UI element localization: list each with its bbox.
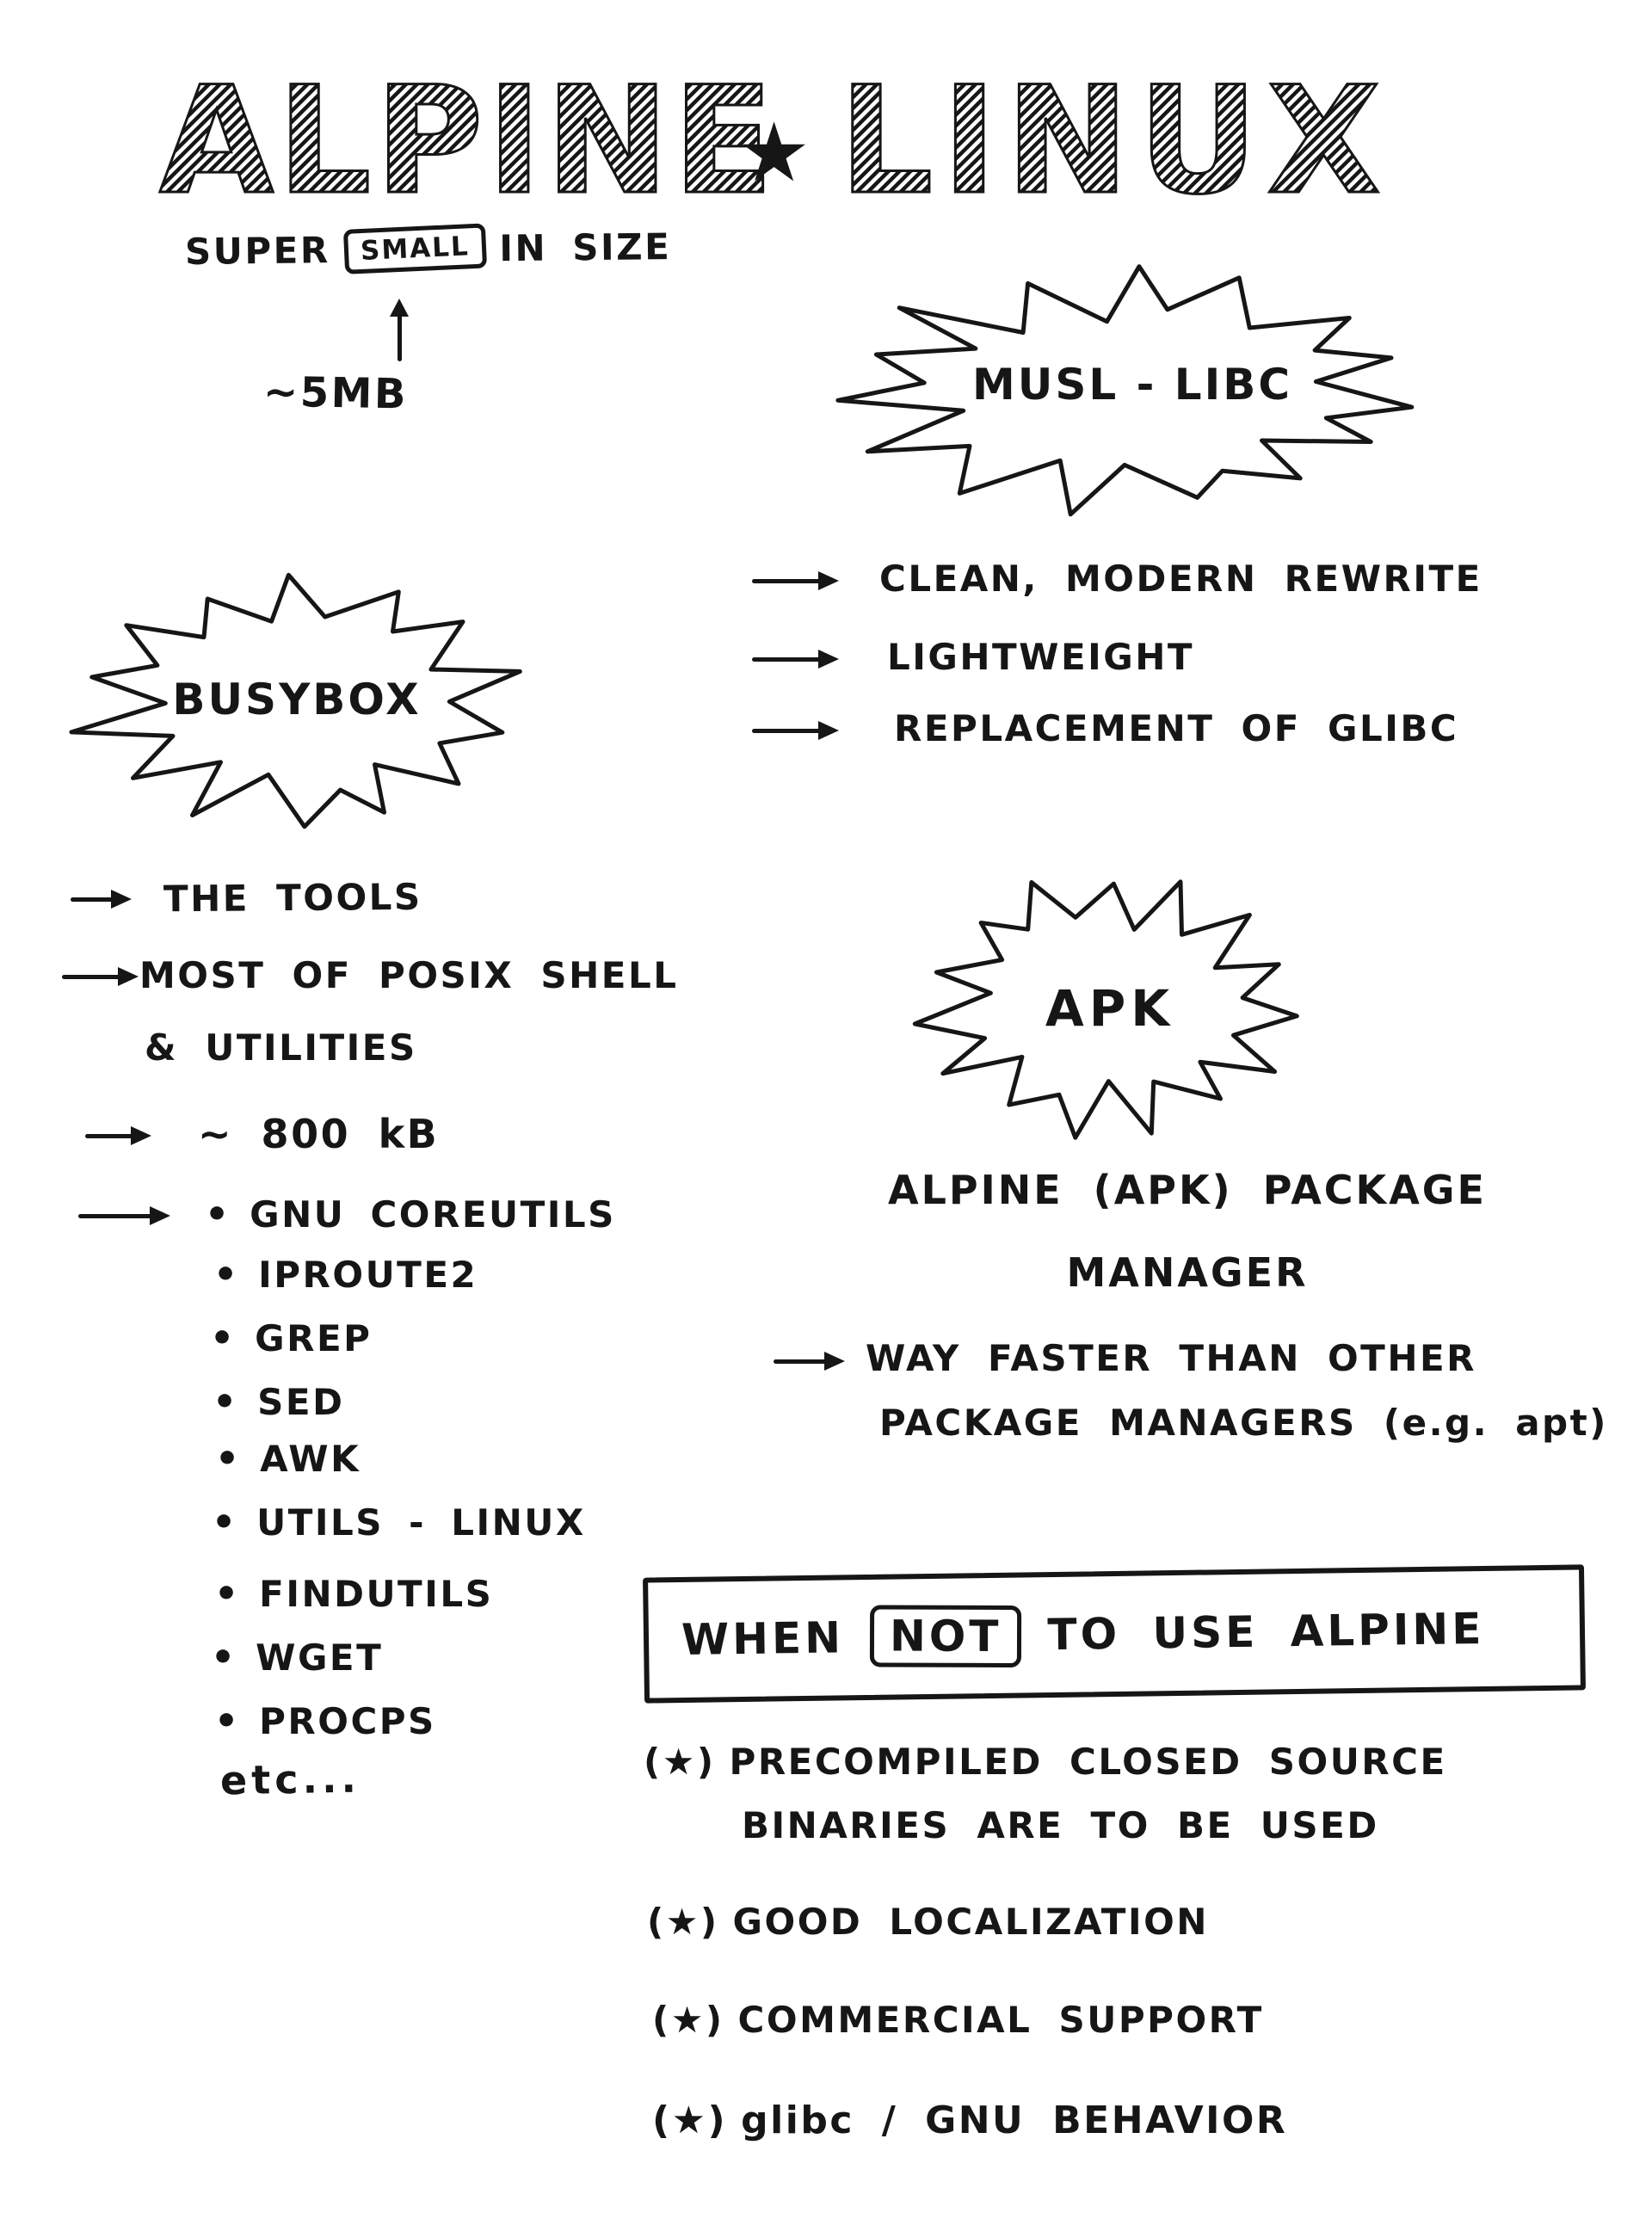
list-item: • PROCPS <box>214 1699 436 1743</box>
musl-point-3: REPLACEMENT OF GLIBC <box>894 707 1459 749</box>
tool-label: GNU COREUTILS <box>250 1193 616 1236</box>
arrow-right-icon <box>752 721 839 740</box>
list-item: • WGET <box>211 1636 384 1680</box>
title-word-linux: LINUX <box>839 54 1390 227</box>
apk-subtitle-line2: MANAGER <box>1066 1249 1309 1296</box>
busybox-point-posix-line2: & UTILITIES <box>145 1026 417 1069</box>
bullet-icon: • <box>214 1572 239 1616</box>
page-title: ALPINE ★ LINUX <box>158 53 1383 229</box>
list-item: • SED <box>213 1380 345 1424</box>
list-item: • GNU COREUTILS <box>205 1193 616 1236</box>
list-item: • GREP <box>210 1316 373 1360</box>
apk-point-line1: WAY FASTER THAN OTHER <box>866 1337 1477 1379</box>
bullet-icon: • <box>211 1636 236 1680</box>
bullet-icon: • <box>213 1253 238 1297</box>
busybox-point-posix-line1: MOST OF POSIX SHELL <box>139 954 679 996</box>
arrow-right-icon <box>774 1352 845 1371</box>
title-word-alpine: ALPINE <box>159 54 777 227</box>
arrow-right-icon <box>85 1126 151 1145</box>
star-bullet-icon: (★) <box>652 1999 724 2041</box>
star-bullet-icon: (★) <box>647 1901 719 1943</box>
star-icon: ★ <box>737 106 811 200</box>
arrow-right-icon <box>78 1206 170 1225</box>
busybox-burst-label: BUSYBOX <box>172 675 422 724</box>
when-not-item-text: PRECOMPILED CLOSED SOURCE <box>729 1741 1447 1783</box>
when-not-item: (★) PRECOMPILED CLOSED SOURCE <box>644 1741 1447 1783</box>
apk-burst <box>912 879 1299 1140</box>
when-not-heading-box: WHEN NOT TO USE ALPINE <box>643 1564 1586 1704</box>
when-not-prefix: WHEN <box>681 1612 845 1666</box>
tool-label: UTILS - LINUX <box>256 1501 586 1544</box>
list-item: • IPROUTE2 <box>213 1254 478 1296</box>
size-note: SUPER SMALL IN SIZE <box>184 223 672 274</box>
size-note-suffix: IN SIZE <box>499 225 672 269</box>
when-not-item: (★) COMMERCIAL SUPPORT <box>652 1999 1264 2041</box>
list-suffix: etc... <box>219 1754 361 1804</box>
star-bullet-icon: (★) <box>652 2099 728 2142</box>
tool-label: AWK <box>260 1438 361 1480</box>
tool-label: SED <box>257 1381 345 1423</box>
arrow-up-icon <box>390 299 409 361</box>
when-not-item: (★) glibc / GNU BEHAVIOR <box>652 2099 1287 2143</box>
when-not-item: (★) GOOD LOCALIZATION <box>647 1901 1209 1943</box>
size-note-prefix: SUPER <box>184 228 330 273</box>
tool-label: WGET <box>256 1636 384 1679</box>
musl-burst <box>835 264 1415 517</box>
when-not-item-text: GOOD LOCALIZATION <box>732 1901 1209 1943</box>
arrow-right-icon <box>752 650 839 669</box>
busybox-burst <box>69 572 522 829</box>
star-bullet-icon: (★) <box>644 1741 716 1783</box>
bullet-icon: • <box>212 1501 237 1544</box>
arrow-right-icon <box>71 890 132 909</box>
tool-label: GREP <box>255 1317 373 1359</box>
tool-label: FINDUTILS <box>259 1573 494 1615</box>
small-boxed-word: SMALL <box>342 223 487 274</box>
bullet-icon: • <box>210 1316 235 1360</box>
bullet-icon: • <box>214 1699 239 1743</box>
bullet-icon: • <box>213 1380 237 1424</box>
not-boxed-word: NOT <box>869 1605 1022 1668</box>
size-annotation: ~5MB <box>262 367 409 419</box>
arrow-right-icon <box>752 571 839 590</box>
arrow-right-icon <box>62 967 139 986</box>
apk-burst-label: APK <box>1045 979 1175 1038</box>
list-item: • AWK <box>215 1437 361 1481</box>
musl-burst-label: MUSL - LIBC <box>971 360 1293 410</box>
when-not-item-text: glibc / GNU BEHAVIOR <box>741 2099 1288 2142</box>
busybox-point-tools: THE TOOLS <box>163 875 422 921</box>
apk-subtitle-line1: ALPINE (APK) PACKAGE <box>888 1167 1487 1213</box>
list-item: • FINDUTILS <box>214 1572 494 1616</box>
when-not-item-text: BINARIES ARE TO BE USED <box>742 1804 1379 1846</box>
tool-label: IPROUTE2 <box>258 1254 478 1296</box>
bullet-icon: • <box>215 1437 240 1481</box>
when-not-suffix: TO USE ALPINE <box>1047 1603 1485 1661</box>
tool-label: PROCPS <box>259 1700 436 1742</box>
busybox-point-size: ~ 800 kB <box>198 1111 440 1157</box>
list-item: • UTILS - LINUX <box>212 1501 586 1544</box>
musl-point-1: CLEAN, MODERN REWRITE <box>879 558 1482 600</box>
bullet-icon: • <box>205 1193 230 1236</box>
when-not-item-text: COMMERCIAL SUPPORT <box>737 1999 1264 2041</box>
apk-point-line2: PACKAGE MANAGERS (e.g. apt) <box>879 1402 1608 1444</box>
musl-point-2: LIGHTWEIGHT <box>887 636 1195 678</box>
